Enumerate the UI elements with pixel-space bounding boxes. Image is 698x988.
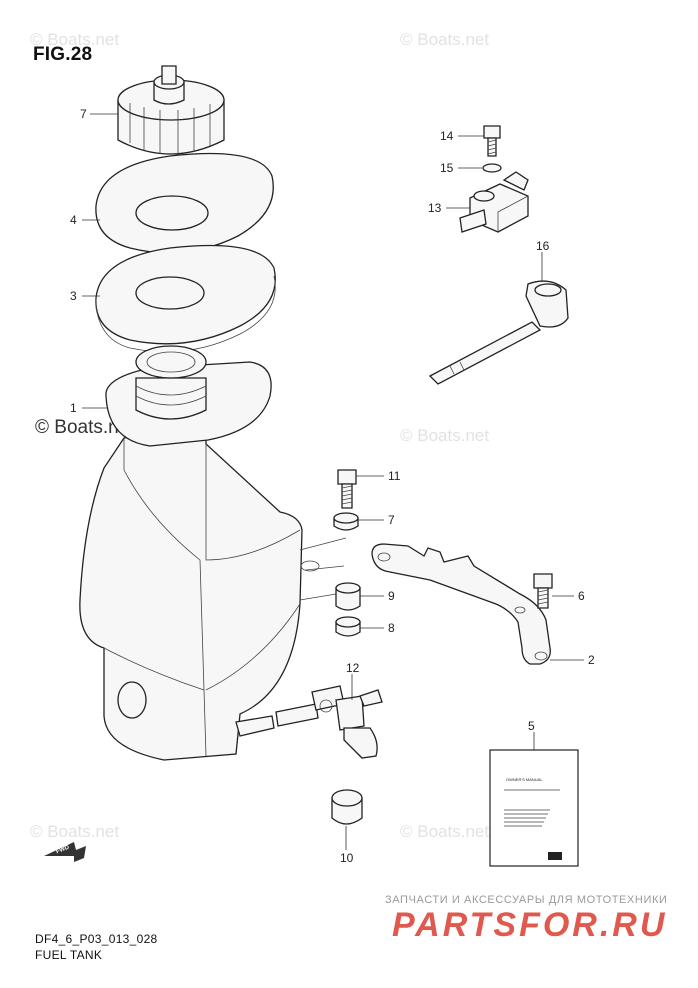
part-7-grommet-lower bbox=[335, 616, 361, 637]
callout-11: 12 bbox=[346, 661, 360, 675]
callout-6: 6 bbox=[578, 589, 585, 603]
watermark: © Boats.net bbox=[400, 822, 490, 841]
fwd-arrow-icon bbox=[44, 842, 86, 862]
callout-9: 11 bbox=[388, 469, 401, 483]
part-14-washer bbox=[482, 163, 502, 173]
callout-7: 8 bbox=[388, 621, 395, 635]
part-9-bolt bbox=[337, 469, 357, 509]
callout-15: 16 bbox=[536, 239, 550, 253]
part-6-bolt bbox=[533, 573, 553, 609]
callout-7: 7 bbox=[388, 513, 395, 527]
part-15-sensor bbox=[428, 280, 569, 385]
figure-title: FIG.28 bbox=[33, 44, 93, 65]
part-1-fuel-tank bbox=[79, 345, 347, 761]
part-13-bolt bbox=[483, 125, 501, 157]
callout-10: 10 bbox=[340, 851, 354, 865]
watermark-main: © Boats.net bbox=[35, 417, 135, 438]
watermark: © Boats.net bbox=[400, 30, 490, 49]
callout-5: 7 bbox=[80, 107, 87, 121]
figure-caption: FUEL TANK bbox=[35, 948, 103, 962]
part-10-cap bbox=[331, 789, 363, 825]
brand-tagline: ЗАПЧАСТИ И АКСЕССУАРЫ ДЛЯ МОТОТЕХНИКИ bbox=[385, 894, 668, 906]
callout-12: 13 bbox=[428, 201, 442, 215]
part-4-gasket bbox=[95, 152, 274, 254]
brand-logo: PARTSFOR.RU bbox=[392, 906, 668, 944]
part-7-grommet-upper bbox=[333, 512, 359, 531]
callout-16: 5 bbox=[528, 719, 535, 733]
callout-3: 3 bbox=[70, 289, 77, 303]
part-16-owners-manual bbox=[489, 749, 579, 867]
part-12-connector bbox=[459, 171, 529, 233]
callout-4: 4 bbox=[70, 213, 77, 227]
part-11-fuel-cock bbox=[275, 685, 383, 759]
watermark: © Boats.net bbox=[400, 426, 490, 445]
watermark: © Boats.net bbox=[30, 30, 120, 49]
part-8-damper bbox=[335, 582, 361, 611]
callout-14: 15 bbox=[440, 161, 454, 175]
part-3-gasket bbox=[95, 244, 276, 353]
callout-2: 2 bbox=[588, 653, 595, 667]
callout-1: 1 bbox=[70, 401, 77, 415]
manual-label: OWNER'S MANUAL bbox=[506, 777, 543, 782]
part-2-bracket bbox=[371, 543, 551, 665]
callout-13: 14 bbox=[440, 129, 454, 143]
watermark: © Boats.net bbox=[30, 822, 120, 841]
part-5-fuel-cap bbox=[117, 65, 225, 155]
figure-code: DF4_6_P03_013_028 bbox=[35, 932, 158, 946]
callout-8: 9 bbox=[388, 589, 395, 603]
leader-lines bbox=[82, 113, 584, 850]
